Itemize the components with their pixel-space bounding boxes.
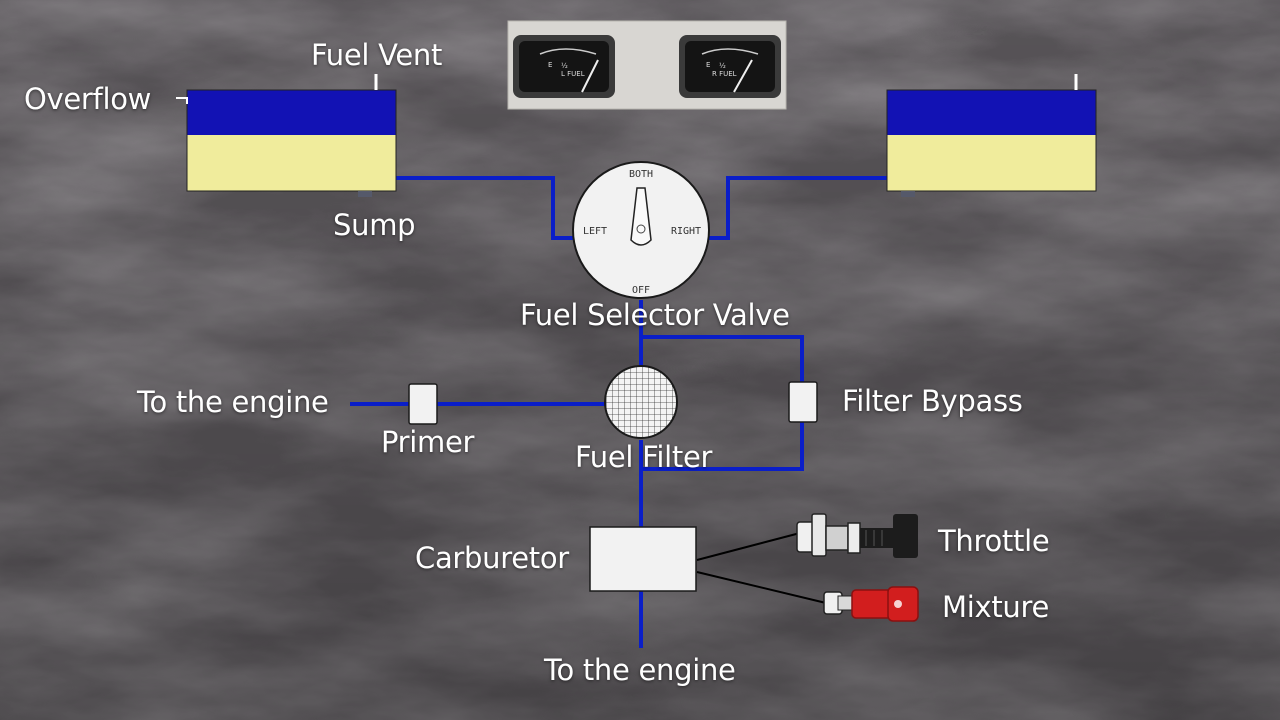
fuel-filter (604, 365, 678, 439)
right-sump-drain (901, 191, 915, 197)
overflow-label: Overflow (24, 82, 152, 116)
carburetor-box (589, 526, 697, 592)
right-tank-line (705, 176, 887, 240)
fuel-gauges-panel: E ½ L FUEL E ½ R FUEL (507, 20, 787, 110)
to-engine-primer-label: To the engine (137, 385, 329, 419)
left-sump-drain (358, 191, 372, 197)
mixture-knob-icon (823, 586, 919, 622)
sump-label: Sump (333, 208, 416, 242)
svg-text:E: E (548, 61, 552, 69)
svg-text:½: ½ (719, 62, 726, 70)
left-tank-line (396, 176, 578, 240)
svg-text:½: ½ (561, 62, 568, 70)
svg-text:RIGHT: RIGHT (671, 226, 701, 237)
svg-text:E: E (706, 61, 710, 69)
svg-text:BOTH: BOTH (629, 169, 653, 180)
svg-text:OFF: OFF (632, 285, 650, 296)
svg-text:L FUEL: L FUEL (561, 70, 585, 78)
throttle-label: Throttle (938, 524, 1050, 558)
fuel-selector-valve-label: Fuel Selector Valve (520, 298, 790, 332)
fuel-filter-label: Fuel Filter (575, 440, 713, 474)
filter-bypass-label: Filter Bypass (842, 384, 1023, 418)
throttle-knob-icon (796, 513, 918, 558)
mixture-label: Mixture (942, 590, 1050, 624)
fuel-selector-valve: BOTH LEFT RIGHT OFF (572, 161, 710, 299)
left-fuel-tank (176, 74, 397, 197)
primer-box (408, 383, 438, 425)
svg-text:R FUEL: R FUEL (712, 70, 737, 78)
mixture-cable (696, 571, 827, 604)
right-fuel-tank (886, 74, 1097, 197)
filter-bypass-box (788, 381, 818, 423)
primer-label: Primer (381, 425, 475, 459)
to-engine-bottom-label: To the engine (544, 653, 736, 687)
left-fuel-gauge: E ½ L FUEL (513, 35, 615, 98)
selector-handle (630, 187, 652, 246)
carburetor-label: Carburetor (415, 541, 569, 575)
overflow-vent (176, 97, 188, 104)
throttle-cable (696, 532, 801, 561)
svg-text:LEFT: LEFT (583, 226, 607, 237)
fuel-vent-label: Fuel Vent (311, 38, 443, 72)
right-fuel-gauge: E ½ R FUEL (679, 35, 781, 98)
